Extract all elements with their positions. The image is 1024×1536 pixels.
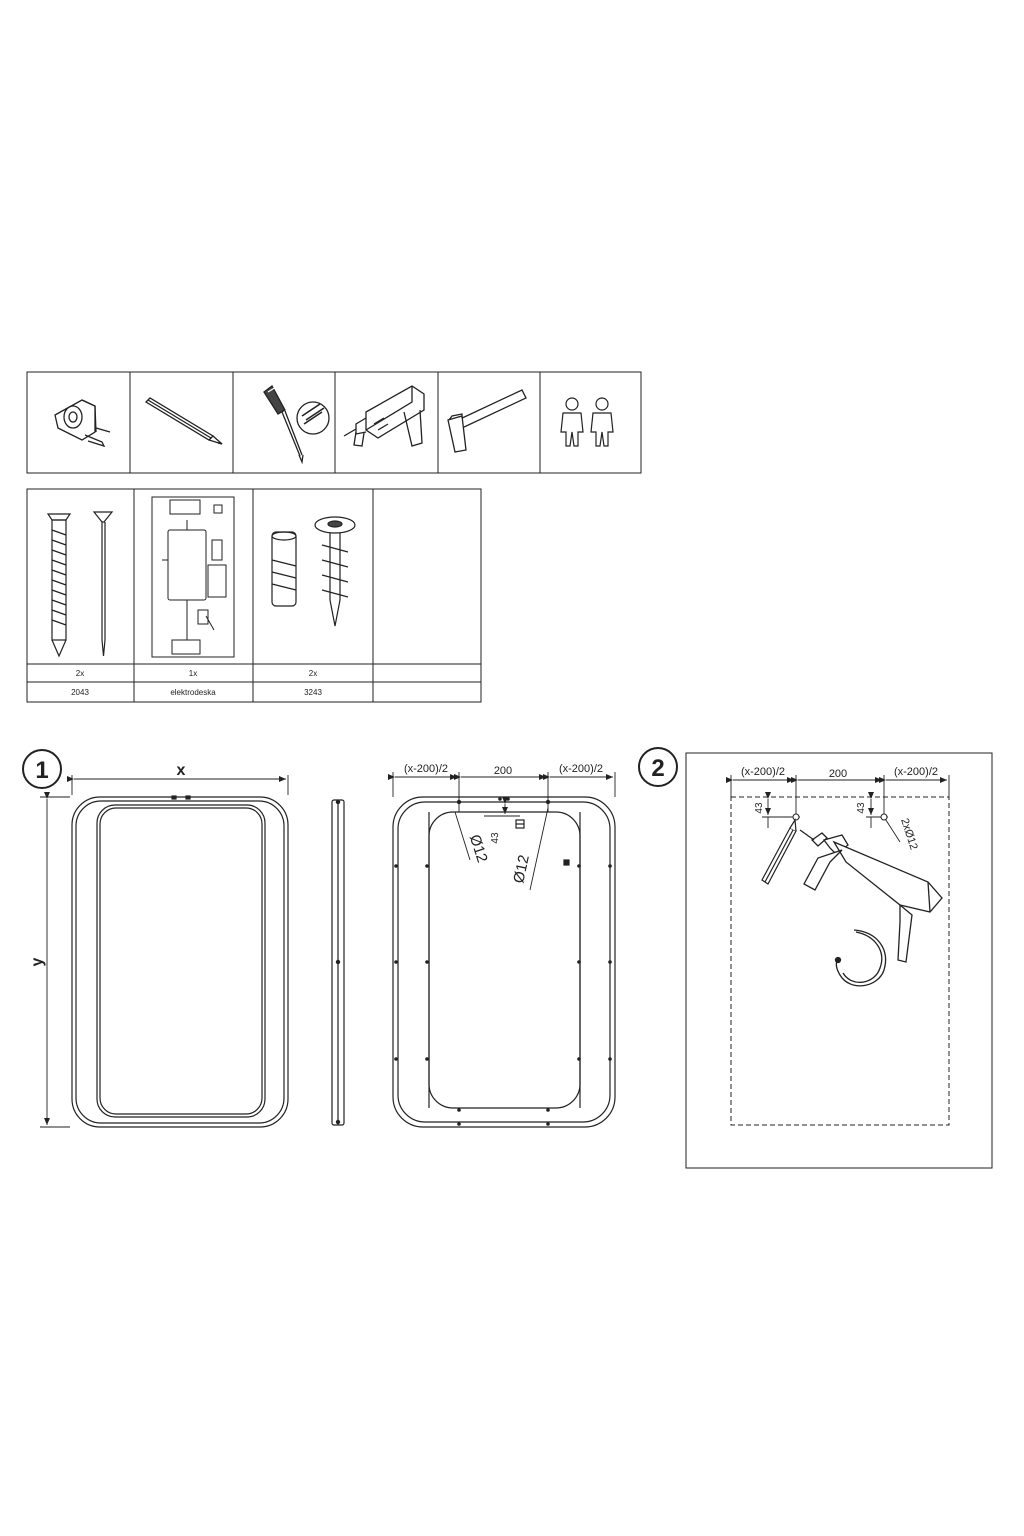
back-dim-right: (x-200)/2 xyxy=(559,763,603,775)
dowel-and-screw-icon xyxy=(46,511,114,658)
step1-number: 1 xyxy=(35,757,48,784)
step2-number: 2 xyxy=(651,755,664,782)
part-code-2: elektrodeska xyxy=(170,688,216,697)
pencil-icon xyxy=(144,397,223,445)
back-dim-left: (x-200)/2 xyxy=(404,763,448,775)
step2-dim-offset-left: 43 xyxy=(754,802,765,814)
step2-dim-offset-right: 43 xyxy=(856,802,867,814)
back-view-mount-points xyxy=(394,797,612,1126)
step2-dim-left: (x-200)/2 xyxy=(741,766,785,778)
step2-badge: 2 xyxy=(638,747,678,787)
step2-dimensions xyxy=(726,775,950,843)
wall-drill-icon xyxy=(799,829,943,963)
step2-dim-right: (x-200)/2 xyxy=(894,766,938,778)
screwdriver-icon xyxy=(263,385,330,465)
part-code-3: 3243 xyxy=(304,688,322,697)
back-view-dimensions xyxy=(388,772,616,891)
parts-table xyxy=(26,488,482,703)
hole-label-b: Ø12 xyxy=(510,853,533,884)
parts-table-text: 2x 1x 2x 2043 elektrodeska 3243 xyxy=(71,669,322,697)
hook-icon xyxy=(834,929,887,987)
anchor-and-screw-icon xyxy=(271,516,356,627)
width-label: x xyxy=(177,762,186,779)
tape-measure-icon xyxy=(54,399,111,448)
back-dim-offset: 43 xyxy=(490,832,501,844)
step2-frame xyxy=(685,752,993,1169)
marking-pencil-icon xyxy=(761,818,797,885)
drill-icon xyxy=(343,385,425,447)
wall-mirror-outline xyxy=(730,796,950,1126)
electrical-board-icon xyxy=(151,496,235,658)
part-quantity-2: 1x xyxy=(189,669,197,678)
height-label: y xyxy=(29,957,46,966)
part-quantity-1: 2x xyxy=(76,669,84,678)
two-persons-icon xyxy=(560,397,614,447)
width-dimension xyxy=(67,775,289,795)
step1-badge: 1 xyxy=(22,749,62,789)
part-quantity-3: 2x xyxy=(309,669,317,678)
step2-hole-callout: 2xØ12 xyxy=(898,817,919,852)
height-dimension xyxy=(40,792,70,1128)
mirror-side-view xyxy=(331,799,345,1126)
hammer-icon xyxy=(447,389,527,453)
part-code-1: 2043 xyxy=(71,688,89,697)
tools-table xyxy=(26,371,642,474)
mirror-front-view xyxy=(71,795,289,1128)
step2-hole-marks xyxy=(792,813,888,821)
back-dim-center: 200 xyxy=(494,765,512,777)
step2-dim-center: 200 xyxy=(829,768,847,780)
